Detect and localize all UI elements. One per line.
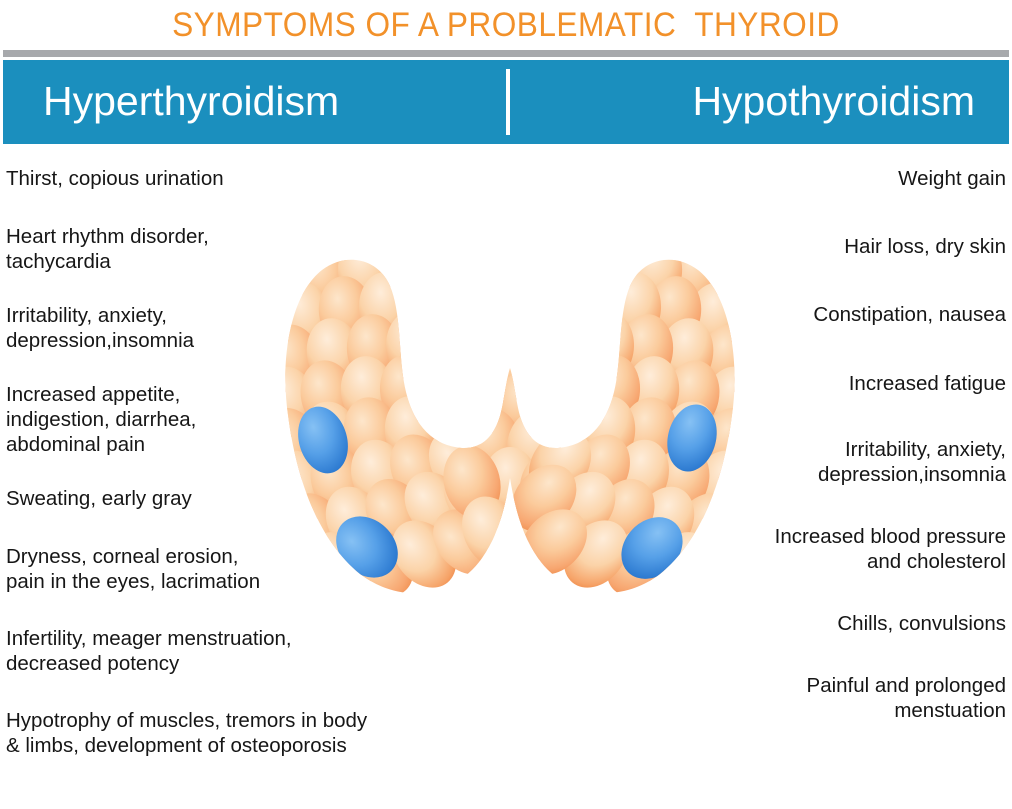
list-item: Increased appetite, indigestion, diarrhe…	[6, 383, 197, 456]
header-divider-rule	[3, 50, 1009, 57]
hyperthyroidism-symptom-list: Thirst, copious urination Heart rhythm d…	[6, 166, 446, 786]
parathyroid-nodule	[298, 406, 348, 474]
list-item: Sweating, early gray	[6, 487, 192, 510]
list-item: Infertility, meager menstruation, decrea…	[6, 627, 292, 675]
hypothyroidism-symptom-list: Weight gain Hair loss, dry skin Constipa…	[706, 166, 1006, 754]
title-bar: SYMPTOMS OF A PROBLEMATIC THYROID	[0, 0, 1012, 50]
list-item: Increased fatigue	[848, 372, 1006, 395]
list-item: Heart rhythm disorder, tachycardia	[6, 225, 209, 273]
column-heading-hyperthyroidism: Hyperthyroidism	[43, 78, 340, 125]
parathyroid-nodule	[667, 404, 717, 472]
list-item: Thirst, copious urination	[6, 167, 224, 190]
list-item: Painful and prolonged menstuation	[806, 674, 1006, 722]
list-item: Hypotrophy of muscles, tremors in body &…	[6, 709, 368, 757]
list-item: Irritability, anxiety, depression,insomn…	[6, 304, 195, 352]
column-header-band: Hyperthyroidism Hypothyroidism	[3, 60, 1009, 144]
page-title: SYMPTOMS OF A PROBLEMATIC THYROID	[172, 6, 840, 44]
header-vertical-divider	[506, 69, 510, 135]
parathyroid-nodule	[621, 517, 683, 579]
list-item: Constipation, nausea	[813, 303, 1006, 326]
list-item: Dryness, corneal erosion, pain in the ey…	[6, 545, 261, 593]
list-item: Hair loss, dry skin	[844, 235, 1006, 258]
list-item: Chills, convulsions	[837, 612, 1006, 635]
column-heading-hypothyroidism: Hypothyroidism	[692, 78, 975, 125]
list-item: Weight gain	[898, 167, 1006, 190]
thyroid-follicle-field	[285, 259, 735, 594]
parathyroid-nodule	[336, 516, 398, 578]
list-item: Irritability, anxiety, depression,insomn…	[817, 438, 1006, 486]
thyroid-gland-illustration	[270, 240, 750, 615]
list-item: Increased blood pressure and cholesterol	[774, 525, 1006, 573]
